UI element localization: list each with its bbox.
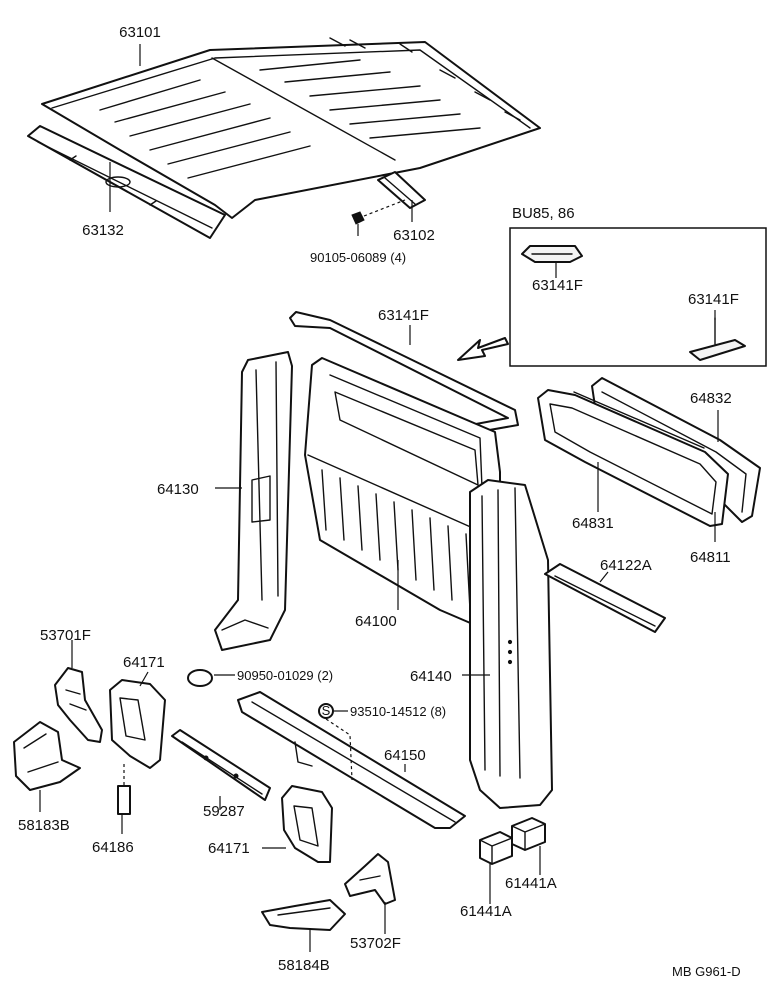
plug-90950-01029 [187, 669, 235, 687]
variant-box-title: BU85, 86 [512, 205, 575, 222]
window-weatherstrip-64831 [537, 389, 729, 527]
label-64122A: 64122A [600, 557, 652, 574]
label-61441A-right: 61441A [505, 875, 557, 892]
leader-lines [39, 44, 719, 952]
label-63141F-box-1: 63141F [532, 277, 583, 294]
label-64140: 64140 [410, 668, 452, 685]
rear-header-63102 [377, 171, 426, 209]
label-90950-01029: 90950-01029 (2) [237, 668, 333, 683]
label-53701F: 53701F [40, 627, 91, 644]
label-64171-upper: 64171 [123, 654, 165, 671]
label-61441A-left: 61441A [460, 903, 512, 920]
label-63102: 63102 [393, 227, 435, 244]
label-90105-06089: 90105-06089 (4) [310, 250, 406, 265]
label-64100: 64100 [355, 613, 397, 630]
screw-marker-text: S [322, 703, 331, 718]
label-63101: 63101 [119, 24, 161, 41]
figure-reference: MB G961-D [672, 964, 741, 979]
roof-panel-63101 [41, 37, 541, 219]
pad-61441A-left [479, 831, 513, 865]
bracket-53702F [344, 853, 396, 905]
screw-93510-14512: S [318, 703, 353, 781]
label-58184B: 58184B [278, 957, 330, 974]
label-58183B: 58183B [18, 817, 70, 834]
label-53702F: 53702F [350, 935, 401, 952]
label-64171-lower: 64171 [208, 840, 250, 857]
label-64811: 64811 [690, 549, 731, 566]
reinforcement-59287 [171, 729, 271, 801]
label-63141F: 63141F [378, 307, 429, 324]
front-header-63132 [27, 125, 226, 239]
pad-61441A-right [511, 817, 546, 851]
bracket-53701F [54, 667, 103, 743]
floor-side-58183B [13, 721, 81, 791]
label-93510-14512: 93510-14512 (8) [350, 704, 446, 719]
sill-64150 [237, 691, 466, 829]
clip-90105-06089 [351, 199, 406, 225]
label-64130: 64130 [157, 481, 199, 498]
cross-member-64122A [544, 563, 666, 633]
part-labels: 63101 63132 63102 90105-06089 (4) BU85, … [18, 24, 741, 979]
label-63141F-box-2: 63141F [688, 291, 739, 308]
gusset-64171-lower [281, 785, 333, 863]
label-59287: 59287 [203, 803, 245, 820]
label-64150: 64150 [384, 747, 426, 764]
pillar-outer-64140 [469, 479, 553, 809]
label-64186: 64186 [92, 839, 134, 856]
window-frame-64811 [573, 391, 705, 449]
floor-side-58184B [261, 899, 346, 931]
variant-box-bu85-86 [509, 227, 767, 367]
label-64832: 64832 [690, 390, 732, 407]
direction-arrow [457, 337, 509, 361]
label-63132: 63132 [82, 222, 124, 239]
pillar-inner-64130 [214, 351, 293, 651]
label-64831: 64831 [572, 515, 614, 532]
bolt-64186 [117, 764, 131, 815]
gusset-64171-upper [109, 679, 166, 769]
